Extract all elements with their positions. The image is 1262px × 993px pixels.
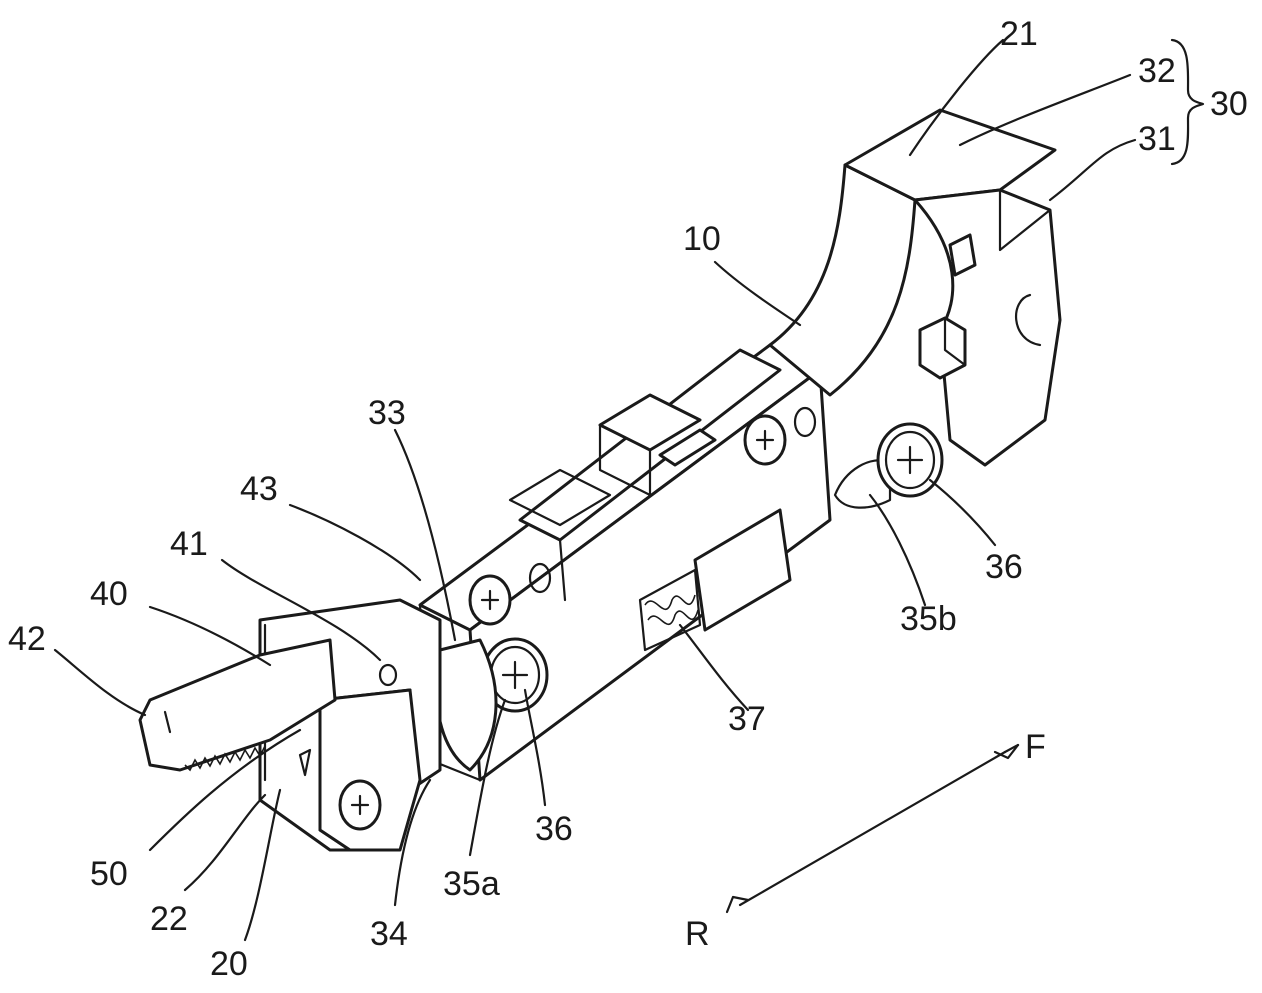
- label-direction-R: R: [685, 915, 710, 953]
- label-42: 42: [8, 620, 46, 658]
- label-33: 33: [368, 394, 406, 432]
- screw-36-right: [876, 422, 944, 498]
- direction-arrow: [725, 743, 1020, 914]
- label-34: 34: [370, 915, 408, 953]
- label-10: 10: [683, 220, 721, 258]
- main-body-10: [418, 108, 1062, 782]
- screw-mid: [468, 574, 512, 626]
- label-20: 20: [210, 945, 248, 983]
- label-36-left: 36: [535, 810, 573, 848]
- label-50: 50: [90, 855, 128, 893]
- label-31: 31: [1138, 120, 1176, 158]
- lever-40: [138, 638, 337, 772]
- label-21: 21: [1000, 15, 1038, 53]
- label-35b: 35b: [900, 600, 957, 638]
- spring-37: [638, 508, 792, 652]
- label-37: 37: [728, 700, 766, 738]
- screw-arm: [743, 414, 787, 466]
- label-41: 41: [170, 525, 208, 563]
- label-32: 32: [1138, 52, 1176, 90]
- label-43: 43: [240, 470, 278, 508]
- leader-lines: [53, 38, 1137, 942]
- label-40: 40: [90, 575, 128, 613]
- brace-30: [1170, 38, 1205, 166]
- label-35a: 35a: [443, 865, 500, 903]
- label-22: 22: [150, 900, 188, 938]
- label-30: 30: [1210, 85, 1248, 123]
- label-direction-F: F: [1025, 728, 1046, 766]
- reference-labels: 21 32 30 31 10 33 43 41 40 42 50 22 20 3…: [8, 15, 1248, 983]
- label-36-right: 36: [985, 548, 1023, 586]
